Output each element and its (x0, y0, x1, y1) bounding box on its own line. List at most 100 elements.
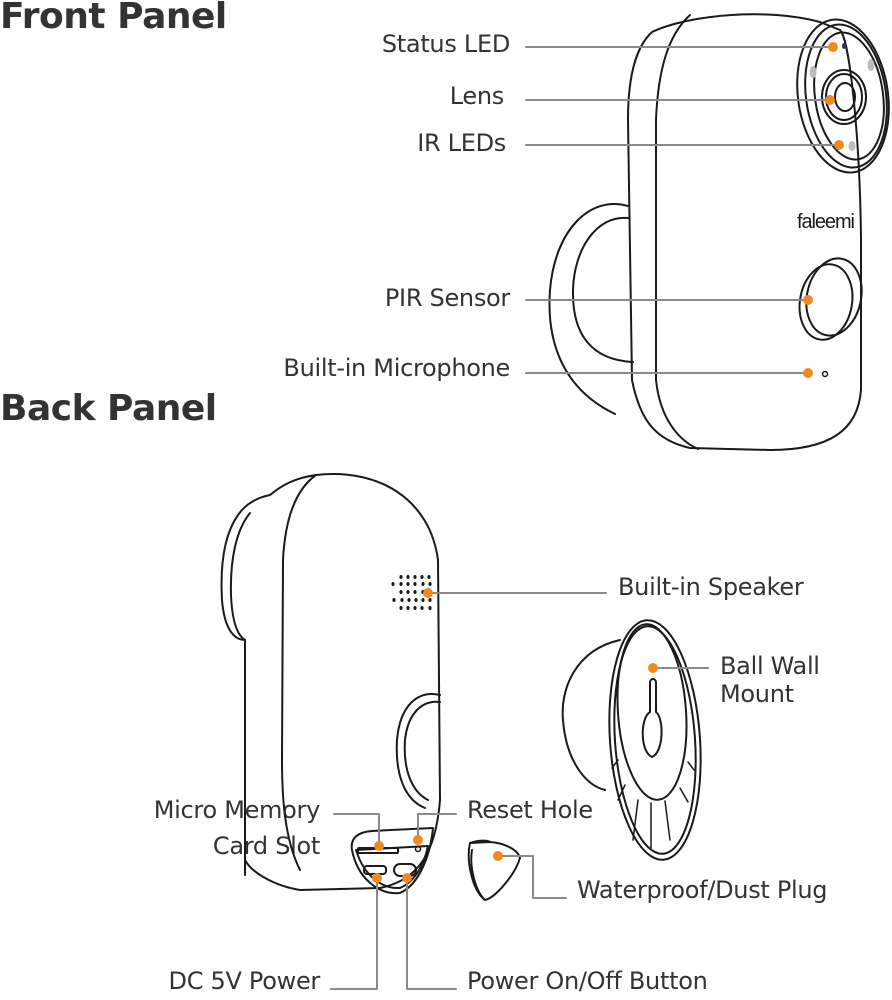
pir-sensor-inner (798, 263, 854, 341)
plug-outline (467, 841, 521, 901)
back-body-outline (244, 473, 441, 891)
speaker-hole (413, 582, 417, 586)
back-body-front-edge (281, 474, 317, 871)
label-power-button: Power On/Off Button (467, 967, 708, 995)
lens-inner (834, 82, 856, 112)
front-body-seam (655, 14, 699, 450)
label-plug: Waterproof/Dust Plug (577, 876, 828, 904)
label-ball-mount-1: Ball Wall (720, 652, 820, 680)
speaker-hole (399, 606, 403, 610)
label-status-led: Status LED (381, 30, 510, 58)
dot-card-slot (374, 841, 384, 851)
leader-power-button (406, 877, 457, 990)
speaker-grille (391, 575, 432, 610)
dot-speaker (423, 588, 433, 598)
speaker-hole (406, 606, 410, 610)
mount-rim-outer (608, 619, 702, 861)
dot-plug (493, 851, 503, 861)
speaker-hole (420, 575, 424, 579)
label-card-slot-2: Card Slot (212, 832, 320, 860)
speaker-hole (427, 575, 431, 579)
leader-dc-power (330, 877, 378, 990)
back-lens-bulge-inner (229, 512, 251, 641)
leader-reset-hole (417, 813, 457, 841)
speaker-hole (406, 582, 410, 586)
dot-pir (803, 295, 813, 305)
speaker-hole (399, 590, 403, 594)
mount-dome (561, 639, 621, 791)
speaker-hole (391, 582, 395, 586)
front-mount-inner (571, 216, 634, 363)
pir-sensor-outer (805, 257, 863, 337)
speaker-hole (413, 575, 417, 579)
lens-ring-mid (804, 23, 888, 169)
back-pir-inner (403, 700, 441, 801)
speaker-hole (392, 598, 396, 602)
mount-ribs (611, 759, 695, 849)
speaker-hole (399, 575, 403, 579)
label-microphone: Built-in Microphone (283, 354, 510, 382)
mic-hole (821, 370, 829, 378)
mount-keyhole (641, 678, 663, 758)
label-dc-power: DC 5V Power (168, 967, 321, 995)
speaker-hole (413, 606, 417, 610)
port-panel-outer (350, 827, 434, 895)
dot-ir-leds (834, 140, 844, 150)
status-led-dot (842, 43, 846, 49)
dot-status-led (828, 42, 838, 52)
back-lens-bulge (220, 474, 317, 876)
speaker-hole (414, 598, 418, 602)
speaker-hole (406, 575, 410, 579)
brand-logo: faleemi (797, 211, 855, 233)
dot-power-button (402, 873, 412, 883)
label-pir-sensor: PIR Sensor (384, 284, 510, 312)
port-panel-inner (355, 845, 429, 890)
speaker-hole (413, 590, 417, 594)
ir-led-right (867, 59, 875, 71)
back-camera (220, 473, 441, 895)
lens-outer (821, 69, 867, 125)
lens-ring-outer (796, 18, 890, 174)
front-mount-outer (548, 203, 629, 415)
front-panel-heading: Front Panel (0, 0, 227, 37)
speaker-hole (407, 598, 411, 602)
label-ball-mount-2: Mount (720, 680, 794, 708)
label-reset-hole: Reset Hole (467, 796, 593, 824)
ir-led-left (809, 66, 817, 78)
dot-mic (803, 368, 813, 378)
leader-plug (499, 855, 567, 899)
speaker-hole (399, 582, 403, 586)
back-panel-heading: Back Panel (0, 388, 217, 429)
back-leaders (330, 592, 709, 990)
speaker-hole (428, 598, 432, 602)
dot-lens (825, 95, 835, 105)
dot-reset-hole (413, 835, 423, 845)
speaker-hole (400, 598, 404, 602)
back-dots (372, 588, 658, 883)
leader-card-slot (333, 813, 380, 847)
speaker-hole (421, 598, 425, 602)
speaker-hole (428, 582, 432, 586)
dot-dc-power (372, 873, 382, 883)
speaker-hole (421, 582, 425, 586)
mount-face (616, 623, 688, 801)
mount-rim-inner (613, 625, 697, 855)
label-speaker: Built-in Speaker (618, 573, 804, 601)
label-lens: Lens (449, 82, 505, 110)
speaker-hole (406, 590, 410, 594)
dot-ball-mount (648, 663, 658, 673)
back-pir-outer (395, 693, 441, 809)
waterproof-plug (467, 839, 521, 901)
ir-led-bottom (848, 141, 856, 151)
label-card-slot-1: Micro Memory (153, 796, 321, 824)
plug-back (469, 839, 491, 901)
front-camera (548, 13, 890, 451)
ball-wall-mount (561, 619, 702, 861)
label-ir-leds: IR LEDs (417, 129, 506, 157)
speaker-hole (428, 606, 432, 610)
front-body-outline (627, 13, 862, 451)
front-dots (803, 42, 844, 378)
front-leaders (525, 46, 839, 374)
speaker-hole (420, 606, 424, 610)
